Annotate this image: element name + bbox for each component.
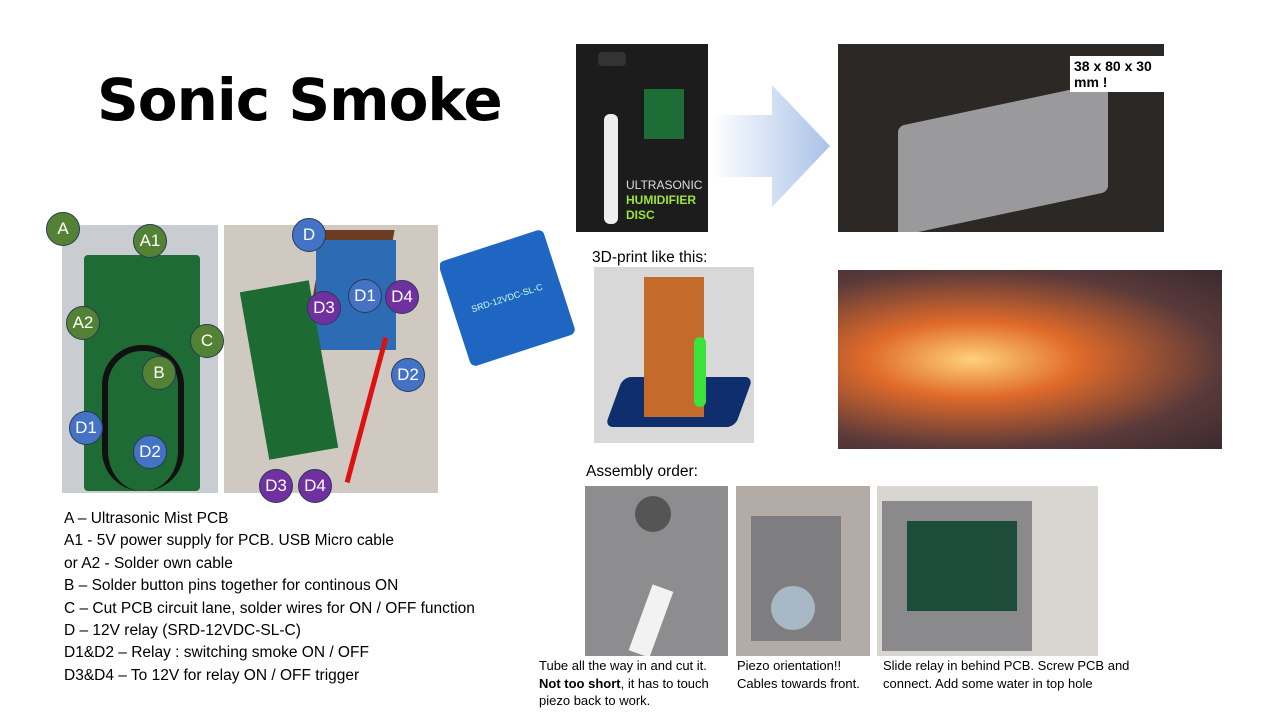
dimensions-note: 38 x 80 x 30 mm !	[1070, 56, 1164, 92]
legend-item: A – Ultrasonic Mist PCB	[64, 510, 229, 527]
legend-item: A1 - 5V power supply for PCB. USB Micro …	[64, 532, 394, 550]
label-c: C	[190, 324, 224, 358]
humidifier-disc-photo: ULTRASONIC HUMIDIFIER DISC	[576, 44, 708, 232]
relay-wiring-photo	[224, 225, 438, 493]
legend-item: B – Solder button pins together for cont…	[64, 577, 399, 595]
relay-photo: SRD-12VDC-SL-C	[440, 225, 582, 380]
assembly-step1-caption: Tube all the way in and cut it. Not too …	[539, 658, 709, 708]
legend-item: D – 12V relay (SRD-12VDC-SL-C)	[64, 622, 301, 640]
label-b: B	[142, 356, 176, 390]
label-a2: A2	[66, 306, 100, 340]
3d-print-preview	[594, 267, 754, 443]
legend-item: D3&D4 – To 12V for relay ON / OFF trigge…	[64, 666, 360, 684]
label-d: D	[292, 218, 326, 252]
assembly-heading: Assembly order:	[586, 463, 698, 480]
assembly-step2-caption: Piezo orientation!! Cables towards front…	[737, 658, 860, 691]
label-d1: D1	[69, 411, 103, 445]
smoke-effect-photo	[838, 270, 1222, 449]
label-a: A	[46, 212, 80, 246]
label-d4-bottom: D4	[298, 469, 332, 503]
assembly-step1-photo	[585, 486, 728, 656]
assembly-step3-photo	[877, 486, 1098, 656]
legend-list: A – Ultrasonic Mist PCB A1 - 5V power su…	[64, 508, 475, 687]
enclosure-photo: 38 x 80 x 30 mm !	[838, 44, 1164, 232]
print-heading: 3D-print like this:	[592, 249, 708, 266]
legend-item: or A2 - Solder own cable	[64, 554, 233, 572]
assembly-step3-caption: Slide relay in behind PCB. Screw PCB and…	[883, 658, 1130, 691]
page-title: Sonic Smoke	[97, 66, 503, 134]
arrow-right-icon	[712, 85, 830, 207]
label-a1: A1	[133, 224, 167, 258]
label-d3-bottom: D3	[259, 469, 293, 503]
relay-marking: SRD-12VDC-SL-C	[440, 228, 577, 368]
legend-item: C – Cut PCB circuit lane, solder wires f…	[64, 599, 475, 617]
label-d2-relay: D2	[391, 358, 425, 392]
label-d3: D3	[307, 291, 341, 325]
label-d2: D2	[133, 435, 167, 469]
assembly-step2-photo	[736, 486, 870, 656]
label-d1-relay: D1	[348, 279, 382, 313]
legend-item: D1&D2 – Relay : switching smoke ON / OFF	[64, 644, 369, 662]
label-d4: D4	[385, 280, 419, 314]
